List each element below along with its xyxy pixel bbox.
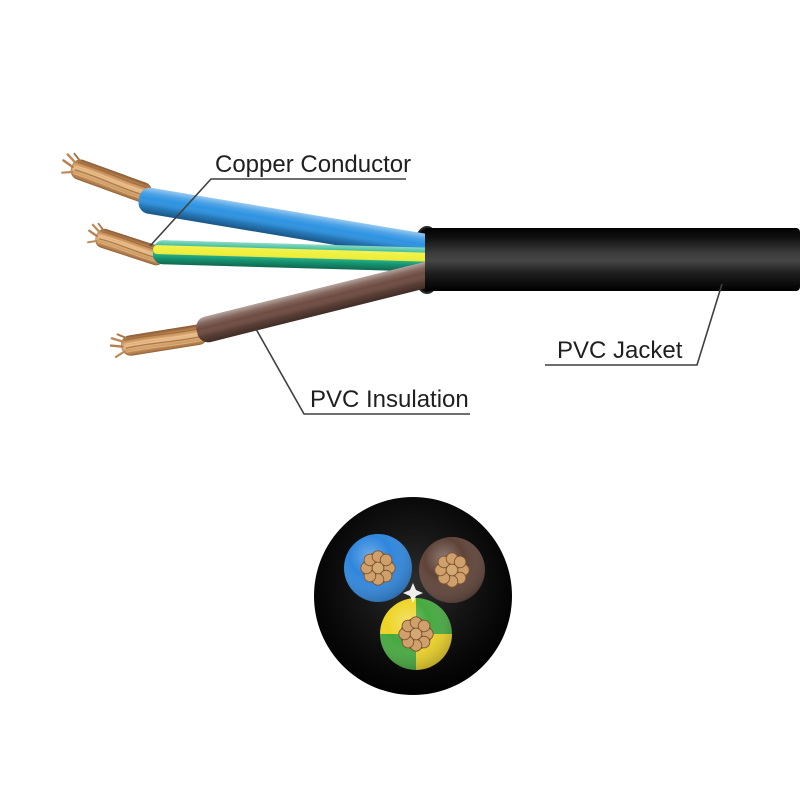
pvc-insulation-leader-line [255, 328, 470, 415]
cross-section-earth-core [380, 598, 452, 670]
pvc-jacket-body [425, 228, 800, 291]
cross-section-blue-core [344, 534, 412, 602]
brown-insulated-wire [196, 261, 441, 343]
brown-core-strands [434, 552, 470, 588]
cross-section-brown-core [419, 537, 485, 603]
pvc-jacket-leader-line [545, 283, 723, 366]
pvc-jacket-label: PVC Jacket [557, 337, 683, 364]
copper-conductor-label: Copper Conductor [215, 151, 411, 178]
blue-insulated-wire [138, 187, 434, 260]
callouts: Copper Conductor PVC Insulation PVC Jack… [149, 151, 723, 415]
pvc-insulation-label: PVC Insulation [310, 386, 469, 413]
earth-core-strands [398, 616, 434, 652]
stripped-cable-illustration [57, 149, 800, 360]
highlight-sparkle [403, 583, 423, 603]
blue-core-strands [360, 550, 396, 586]
copper-conductor-leader-line [149, 178, 406, 247]
copper-conductor-end-brown-wire [108, 319, 210, 360]
cable-cross-section [314, 497, 512, 695]
earth-insulated-wire [152, 240, 437, 272]
